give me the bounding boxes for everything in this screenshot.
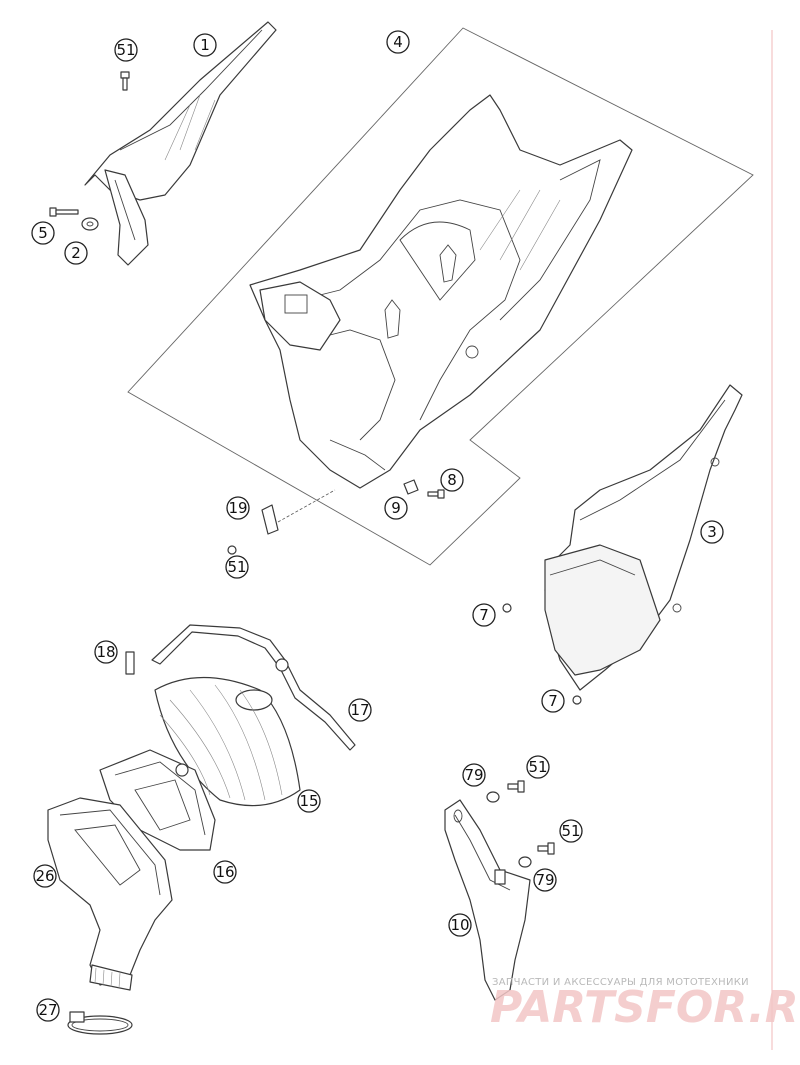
callout-circle xyxy=(33,864,57,888)
callout-17: 17 xyxy=(348,698,372,722)
part-4-airbox xyxy=(249,94,633,489)
callout-26: 26 xyxy=(33,864,57,888)
callout-number: 26 xyxy=(35,867,54,885)
callout-79: 79 xyxy=(462,763,486,787)
callout-7: 7 xyxy=(472,603,496,627)
callout-number: 3 xyxy=(707,523,717,541)
callout-circle xyxy=(226,496,250,520)
callout-circle xyxy=(700,520,724,544)
callout-circle xyxy=(541,689,565,713)
screw-51-mid xyxy=(227,545,237,555)
callout-3: 3 xyxy=(700,520,724,544)
callout-7: 7 xyxy=(541,689,565,713)
callout-number: 7 xyxy=(479,606,489,624)
callout-1: 1 xyxy=(193,33,217,57)
callout-number: 51 xyxy=(116,41,135,59)
bushing-2 xyxy=(81,217,99,231)
screw-51-top xyxy=(120,71,130,91)
callout-circle xyxy=(213,860,237,884)
callout-number: 15 xyxy=(299,792,318,810)
callout-number: 19 xyxy=(228,499,247,517)
clip-9 xyxy=(403,479,419,495)
callout-4: 4 xyxy=(386,30,410,54)
callout-circle xyxy=(31,221,55,245)
callout-circle xyxy=(64,241,88,265)
pin-18 xyxy=(125,651,135,675)
callout-5: 5 xyxy=(31,221,55,245)
part-15-air-filter xyxy=(154,677,301,807)
callout-number: 10 xyxy=(450,916,469,934)
leader-19 xyxy=(277,489,336,523)
callout-circle xyxy=(348,698,372,722)
callout-51: 51 xyxy=(559,819,583,843)
washer-79-lower xyxy=(518,856,532,868)
watermark-tagline: ЗАПЧАСТИ И АКСЕССУАРЫ ДЛЯ МОТОТЕХНИКИ xyxy=(492,977,749,988)
callout-circle xyxy=(533,868,557,892)
part-3-side-cover xyxy=(544,384,743,691)
part-27-hose-clamp xyxy=(67,1011,133,1035)
callout-circle xyxy=(559,819,583,843)
callout-18: 18 xyxy=(94,640,118,664)
callout-number: 51 xyxy=(528,758,547,776)
watermark: ЗАПЧАСТИ И АКСЕССУАРЫ ДЛЯ МОТОТЕХНИКИ PA… xyxy=(490,977,800,1033)
callout-number: 51 xyxy=(561,822,580,840)
callout-79: 79 xyxy=(533,868,557,892)
callout-circle xyxy=(297,789,321,813)
callout-number: 16 xyxy=(215,863,234,881)
part-16-filter-cage xyxy=(99,749,216,851)
callout-circle xyxy=(94,640,118,664)
callout-number: 79 xyxy=(464,766,483,784)
callout-number: 2 xyxy=(71,244,81,262)
callout-circle xyxy=(526,755,550,779)
callout-circle xyxy=(472,603,496,627)
callout-number: 5 xyxy=(38,224,48,242)
callout-51: 51 xyxy=(225,555,249,579)
screw-51-upper-right xyxy=(507,780,525,793)
callout-2: 2 xyxy=(64,241,88,265)
callout-circle xyxy=(448,913,472,937)
watermark-brand: PARTSFOR.RU xyxy=(490,982,800,1033)
callout-16: 16 xyxy=(213,860,237,884)
callout-circle xyxy=(462,763,486,787)
callout-9: 9 xyxy=(384,496,408,520)
callout-circle xyxy=(386,30,410,54)
callout-number: 17 xyxy=(350,701,369,719)
screw-51-lower-right xyxy=(537,842,555,855)
washer-79-upper xyxy=(486,791,500,803)
callout-10: 10 xyxy=(448,913,472,937)
part-10-mud-guard xyxy=(444,799,531,1001)
callout-number: 79 xyxy=(535,871,554,889)
callout-labels: 1 51 4 5 2 8 9 19 51 3 7 7 18 17 15 16 26 79 51 51 79 10 27 xyxy=(31,30,724,1022)
callout-15: 15 xyxy=(297,789,321,813)
callout-number: 18 xyxy=(96,643,115,661)
screw-7-lower xyxy=(572,695,582,705)
part-1-side-strip xyxy=(84,21,277,266)
callout-number: 51 xyxy=(227,558,246,576)
callout-number: 1 xyxy=(200,36,210,54)
callout-circle xyxy=(440,468,464,492)
bracket-19 xyxy=(261,504,279,535)
callout-number: 4 xyxy=(393,33,403,51)
part-17-bracket xyxy=(151,624,356,751)
callout-number: 27 xyxy=(38,1001,57,1019)
part-26-intake-boot xyxy=(47,797,173,991)
screw-5 xyxy=(49,207,79,217)
assembly-box-part-4 xyxy=(127,27,754,566)
screw-7-upper xyxy=(502,603,512,613)
screw-8 xyxy=(427,489,445,499)
callout-circle xyxy=(114,38,138,62)
callout-number: 8 xyxy=(447,471,457,489)
callout-circle xyxy=(225,555,249,579)
callout-number: 7 xyxy=(548,692,558,710)
callout-circle xyxy=(384,496,408,520)
callout-number: 9 xyxy=(391,499,401,517)
callout-51: 51 xyxy=(114,38,138,62)
callout-8: 8 xyxy=(440,468,464,492)
callout-27: 27 xyxy=(36,998,60,1022)
callout-19: 19 xyxy=(226,496,250,520)
callout-51: 51 xyxy=(526,755,550,779)
callout-circle xyxy=(36,998,60,1022)
callout-circle xyxy=(193,33,217,57)
